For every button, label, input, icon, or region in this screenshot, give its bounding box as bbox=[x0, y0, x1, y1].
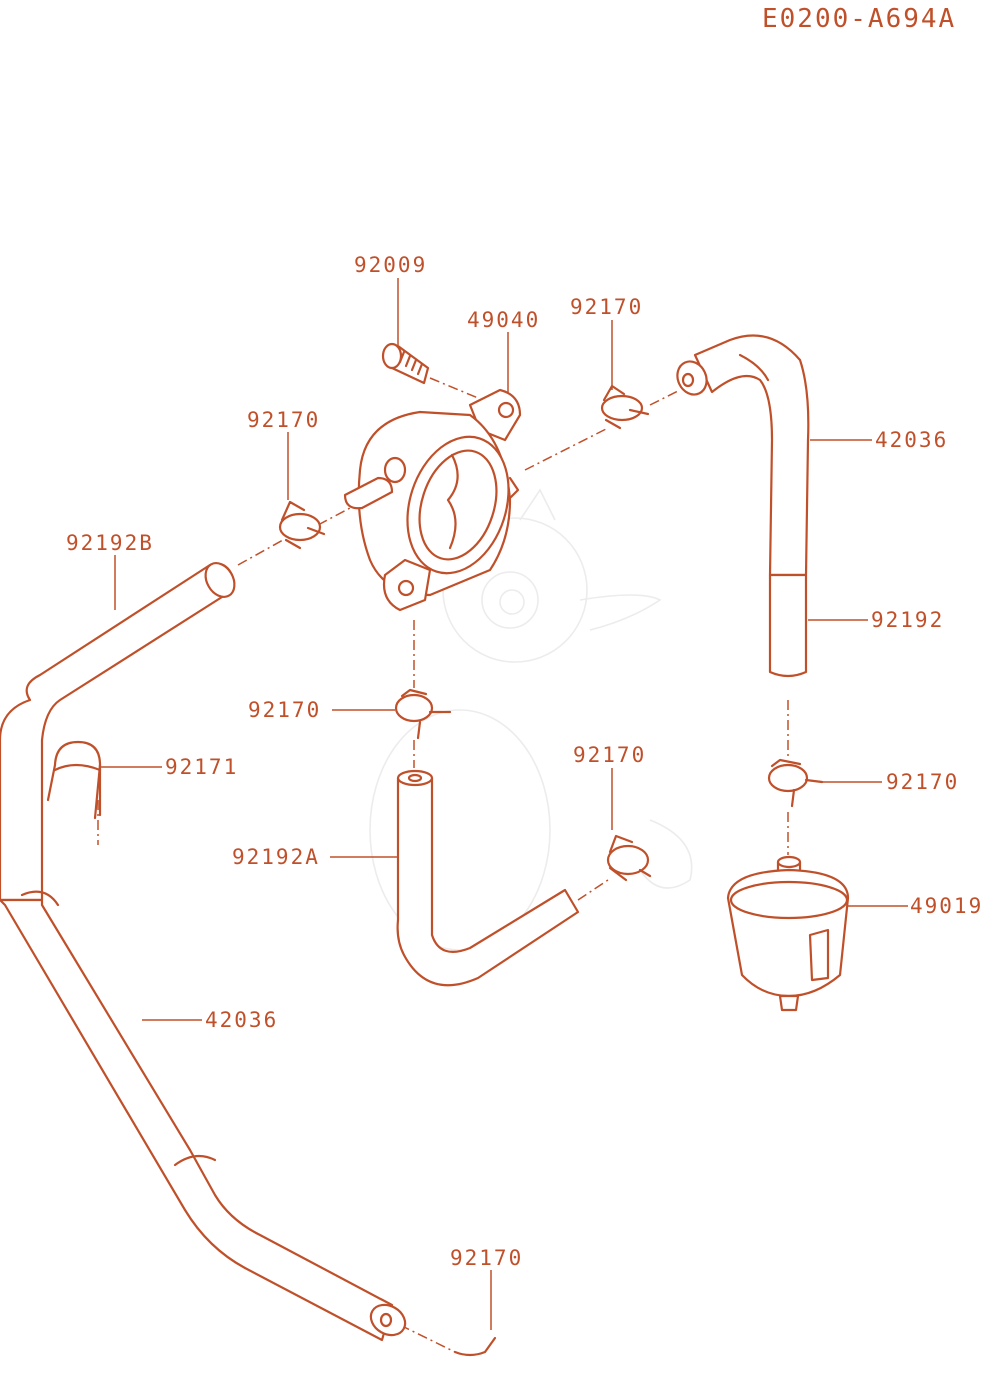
bolt-92009-icon bbox=[381, 342, 430, 385]
label-92192B: 92192B bbox=[66, 531, 154, 555]
clip-92171-icon bbox=[46, 740, 102, 820]
hose-42036-lower-left-icon bbox=[0, 890, 407, 1342]
leader-lines bbox=[100, 278, 908, 1330]
clamp-top-right-icon bbox=[600, 384, 650, 430]
label-49040: 49040 bbox=[467, 308, 541, 332]
fuel-filter-49019-icon bbox=[726, 855, 850, 1012]
hose-92192-icon bbox=[768, 573, 808, 678]
label-92192: 92192 bbox=[871, 608, 945, 632]
label-42036-top-right: 42036 bbox=[875, 428, 949, 452]
fuel-pump-49040-icon bbox=[343, 388, 522, 612]
assembly-lines bbox=[97, 377, 789, 1353]
clamp-right-middle-icon bbox=[767, 758, 824, 808]
label-92170-center: 92170 bbox=[248, 698, 322, 722]
clamp-top-left-icon bbox=[278, 500, 326, 550]
label-92170-right-middle: 92170 bbox=[886, 770, 960, 794]
hose-42036-top-right-icon bbox=[676, 334, 810, 577]
label-92171: 92171 bbox=[165, 755, 239, 779]
label-92170-lower-center: 92170 bbox=[573, 743, 647, 767]
label-92170-bottom: 92170 bbox=[450, 1246, 524, 1270]
label-92192A: 92192A bbox=[232, 845, 320, 869]
label-92170-top-left: 92170 bbox=[247, 408, 321, 432]
diagram-code: E0200-A694A bbox=[762, 4, 957, 34]
hose-92192A-icon bbox=[396, 769, 580, 987]
clamp-center-icon bbox=[394, 688, 452, 740]
label-92170-top-right: 92170 bbox=[570, 295, 644, 319]
label-42036-lower-left: 42036 bbox=[205, 1008, 279, 1032]
label-92009: 92009 bbox=[354, 253, 428, 277]
clamp-bottom-icon bbox=[453, 1336, 497, 1357]
clamp-lower-center-icon bbox=[606, 834, 652, 882]
hose-92192B-icon bbox=[0, 562, 236, 902]
label-49019: 49019 bbox=[910, 894, 984, 918]
